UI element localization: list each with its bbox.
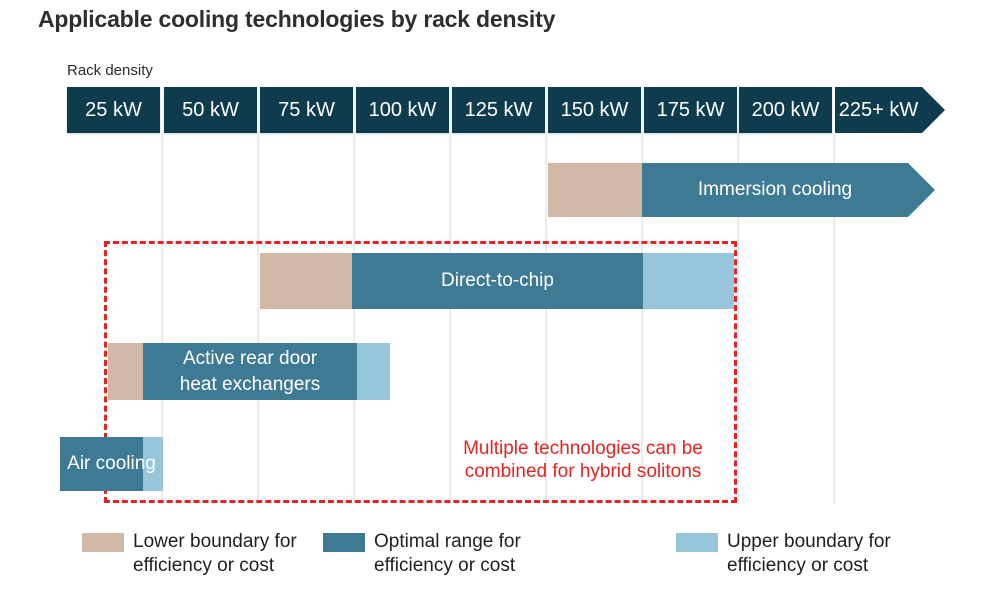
bar-label-line: Immersion cooling	[697, 179, 853, 200]
active-rear-door-heat-exchangers-lower-segment	[108, 343, 143, 400]
active-rear-door-heat-exchangers-label: Active rear door heat exchangers	[143, 343, 357, 400]
legend-label-line: Upper boundary for	[727, 531, 891, 552]
legend-label-line: Lower boundary for	[133, 531, 297, 552]
air-cooling-optimal-segment	[60, 437, 143, 491]
immersion-cooling-label: Immersion cooling	[642, 163, 908, 217]
immersion-cooling-lower-segment	[548, 163, 642, 217]
legend-label-line: efficiency or cost	[727, 555, 869, 576]
air-cooling-label: Air cooling	[60, 437, 163, 491]
optimal-swatch	[323, 533, 365, 552]
gridline	[353, 133, 355, 504]
direct-to-chip-optimal-segment	[352, 253, 643, 309]
gridline	[449, 133, 451, 504]
gridline	[161, 133, 163, 504]
gridline	[833, 133, 835, 504]
lower-swatch	[82, 533, 124, 552]
axis-segment-25kw: 25 kW	[67, 87, 160, 133]
bar-label-line: Direct-to-chip	[441, 270, 554, 291]
legend-item-upper-boundary: Upper boundary for efficiency or cost	[676, 530, 891, 578]
legend-label-upper: Upper boundary for efficiency or cost	[727, 530, 891, 578]
air-cooling-upper-segment	[143, 437, 163, 491]
active-rear-door-heat-exchangers-optimal-segment	[143, 343, 357, 400]
bar-label-line: heat exchangers	[179, 373, 321, 395]
axis-segment-50kw: 50 kW	[164, 87, 257, 133]
active-rear-door-heat-exchangers-upper-segment	[357, 343, 390, 400]
legend-item-optimal-boundary: Optimal range for efficiency or cost	[323, 530, 521, 578]
gridline	[257, 133, 259, 504]
axis-segment-100kw: 100 kW	[356, 87, 449, 133]
direct-to-chip-lower-segment	[260, 253, 352, 309]
hybrid-annotation-box	[104, 241, 737, 503]
direct-to-chip-upper-segment	[643, 253, 734, 309]
bar-label-line: Active rear door	[182, 347, 318, 369]
gridline	[545, 133, 547, 504]
legend-label-line: efficiency or cost	[374, 555, 516, 576]
axis-segment-75kw: 75 kW	[260, 87, 353, 133]
annotation-line-1: Multiple technologies can be	[463, 438, 703, 459]
legend-label-lower: Lower boundary for efficiency or cost	[133, 530, 297, 578]
legend-label-line: efficiency or cost	[133, 555, 275, 576]
gridline	[737, 133, 739, 504]
immersion-cooling-optimal-segment	[642, 163, 935, 217]
legend-label-optimal: Optimal range for efficiency or cost	[374, 530, 521, 578]
axis-segment-125kw: 125 kW	[452, 87, 545, 133]
axis-segment-225plus-kw-arrow: 225+ kW	[835, 87, 945, 133]
annotation-line-2: combined for hybrid solitons	[464, 461, 702, 482]
axis-segment-150kw: 150 kW	[548, 87, 641, 133]
gridline	[641, 133, 643, 504]
axis-segment-175kw: 175 kW	[644, 87, 737, 133]
hybrid-annotation-text: Multiple technologies can be combined fo…	[423, 437, 743, 483]
chart-title: Applicable cooling technologies by rack …	[38, 6, 556, 32]
legend-item-lower-boundary: Lower boundary for efficiency or cost	[82, 530, 297, 578]
direct-to-chip-label: Direct-to-chip	[352, 253, 643, 309]
axis-segment-200kw: 200 kW	[739, 87, 832, 133]
rack-density-axis-label: Rack density	[67, 62, 153, 79]
legend-label-line: Optimal range for	[374, 531, 521, 552]
bar-label-line: Air cooling	[67, 453, 156, 474]
upper-swatch	[676, 533, 718, 552]
